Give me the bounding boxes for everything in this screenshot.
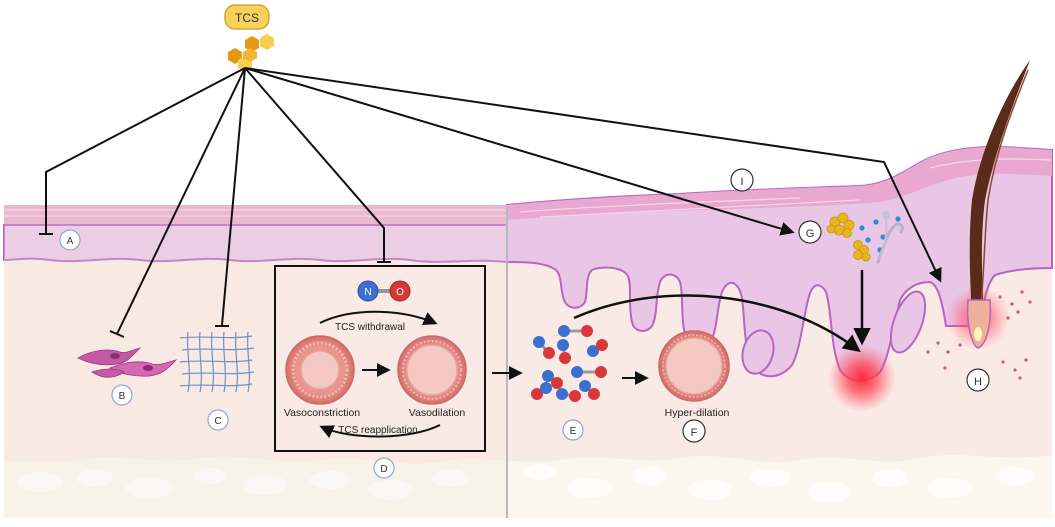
- hyper-dilation-label: Hyper-dilation: [665, 407, 730, 419]
- inhibit-bar-b: [109, 330, 125, 338]
- tcs-pill: [224, 4, 270, 30]
- callout-h-text: H: [974, 376, 982, 388]
- callout-d: D: [373, 457, 395, 479]
- callout-a-text: A: [67, 236, 74, 247]
- vasoconstriction-label: Vasoconstriction: [284, 407, 360, 419]
- arrow-to-h: [244, 67, 942, 283]
- tcs-effect-lines: [39, 67, 942, 338]
- dermal-papilla-2: [889, 290, 927, 354]
- callout-d-text: D: [380, 464, 387, 475]
- hyperdilated-vessel-icon: [658, 330, 730, 402]
- arrow-to-inflammation: [573, 294, 861, 353]
- dermal-papilla-1: [741, 329, 775, 375]
- line-to-c: [221, 67, 246, 326]
- dilated-vessel-icon: [397, 335, 467, 405]
- hair-follicle-icon: [946, 60, 1030, 350]
- callout-i: I: [730, 168, 754, 192]
- mast-cell-icon: [826, 211, 904, 264]
- callout-g: G: [798, 220, 822, 244]
- callout-b: B: [111, 384, 133, 406]
- callout-e-text: E: [570, 426, 577, 437]
- callout-g-text: G: [806, 228, 815, 240]
- callout-h: H: [966, 368, 990, 392]
- callout-f: F: [682, 419, 706, 443]
- callout-f-text: F: [691, 427, 698, 439]
- nitric-oxide-cluster: [531, 325, 608, 402]
- corneum-lines-left: [4, 209, 507, 217]
- tcs-source: TCS: [224, 4, 274, 72]
- withdrawal-arrow: [319, 310, 438, 326]
- inflammation-glow-icon: [828, 344, 896, 412]
- collagen-mesh-icon: [179, 331, 255, 393]
- arrow-to-g: [244, 67, 795, 236]
- nitric-oxide-icon: N O: [357, 280, 411, 302]
- no-n-label: N: [364, 287, 371, 298]
- stratum-corneum-right: [507, 146, 1052, 220]
- line-to-a: [45, 67, 246, 234]
- callouts: A B C D E F G H: [59, 168, 990, 479]
- fat-cells: [18, 464, 1035, 502]
- no-o-label: O: [396, 287, 404, 298]
- epidermis-left: [3, 224, 508, 264]
- withdrawal-label: TCS withdrawal: [335, 322, 405, 333]
- tcs-molecule-icon: [228, 34, 274, 72]
- line-to-b: [116, 67, 246, 335]
- tcs-label: TCS: [235, 11, 259, 25]
- callout-a: A: [59, 229, 81, 251]
- callout-e: E: [562, 419, 584, 441]
- inflammatory-dots: [926, 290, 1032, 380]
- vessel-cycle-panel: N O TCS withdrawal Vasoconstriction Vaso…: [274, 265, 486, 452]
- blood-vessel-icon: [285, 335, 355, 405]
- reapplication-arrow: [319, 424, 441, 439]
- skin-layers: [3, 145, 1053, 518]
- vasodilation-label: Vasodilation: [409, 407, 466, 419]
- callout-i-text: I: [740, 176, 743, 188]
- callout-b-text: B: [119, 391, 126, 402]
- callout-c-text: C: [214, 416, 221, 427]
- reapplication-label: TCS reapplication: [338, 425, 417, 436]
- line-to-d: [244, 67, 385, 262]
- callout-c: C: [207, 409, 229, 431]
- fibroblast-icon: [77, 347, 178, 378]
